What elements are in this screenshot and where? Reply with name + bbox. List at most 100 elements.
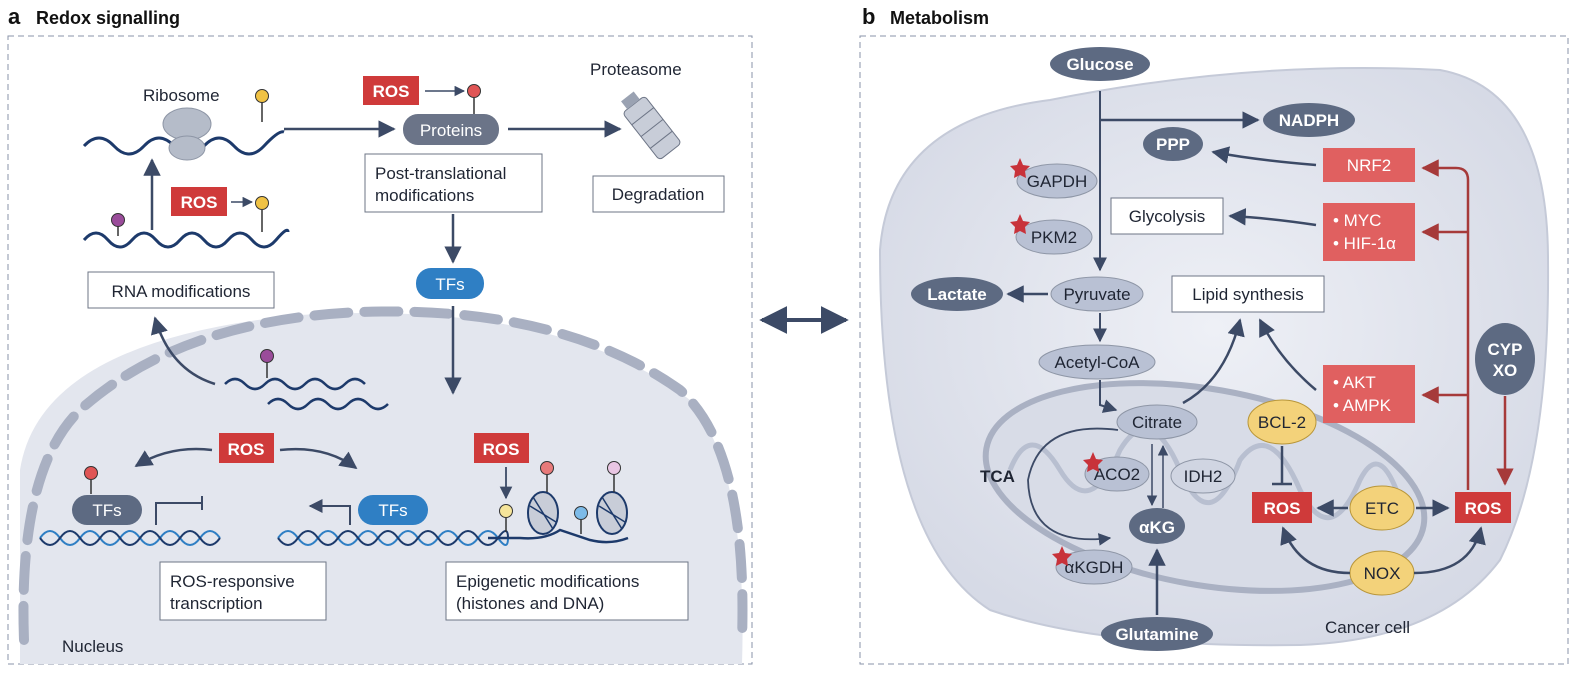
cyp-xo-node [1475,323,1535,395]
svg-text:ROS: ROS [373,82,410,101]
oxidation-star-icon [1083,452,1103,472]
svg-text:Degradation: Degradation [612,185,705,204]
idh2-node [1170,458,1236,494]
modification-dot [255,89,269,103]
svg-text:• MYC: • MYC [1333,211,1381,230]
ros-box-mito-left [1252,492,1312,523]
svg-text:Lactate: Lactate [927,285,987,304]
gapdh-node [1016,163,1098,199]
panel-b-letter: b [862,4,875,29]
svg-text:NOX: NOX [1364,564,1401,583]
pkm2-node [1015,219,1093,255]
svg-text:Glutamine: Glutamine [1115,625,1198,644]
pyruvate-node [1050,276,1144,312]
panel-a-title: Redox signalling [36,8,180,28]
ros-box-rna [171,187,227,216]
svg-text:Pyruvate: Pyruvate [1063,285,1130,304]
panel-b-title: Metabolism [890,8,989,28]
ros-box-epigenetic [474,433,529,463]
glutamine-node [1101,617,1213,651]
svg-text:CYP: CYP [1488,340,1523,359]
rna-modifications-box [87,271,275,309]
svg-text:XO: XO [1493,361,1518,380]
svg-text:Glucose: Glucose [1066,55,1133,74]
svg-text:ROS-responsive: ROS-responsive [170,572,295,591]
myc-hif-box [1323,203,1415,261]
svg-text:IDH2: IDH2 [1184,467,1223,486]
akg-node [1129,508,1185,544]
ros-box-proteins [363,76,419,105]
svg-text:• HIF-1α: • HIF-1α [1333,234,1396,253]
svg-text:transcription: transcription [170,594,263,613]
svg-text:RNA modifications: RNA modifications [112,282,251,301]
svg-text:ROS: ROS [181,193,218,212]
lactate-node [911,277,1003,311]
proteins-node [403,114,499,145]
bcl2-node [1247,399,1317,445]
svg-text:ROS: ROS [1465,499,1502,518]
degradation-box [592,175,725,213]
svg-text:Acetyl-CoA: Acetyl-CoA [1054,353,1140,372]
glucose-node [1050,47,1150,81]
nucleosome-icon [596,491,628,535]
svg-text:• AMPK: • AMPK [1333,396,1392,415]
svg-text:Post-translational: Post-translational [375,164,506,183]
svg-text:Citrate: Citrate [1132,413,1182,432]
tca-label: TCA [980,467,1015,486]
svg-text:modifications: modifications [375,186,474,205]
ribosome-label: Ribosome [143,86,220,105]
panel-b-frame [859,35,1569,665]
rna-strand [82,228,290,249]
tfs-node-repressor [72,495,142,525]
svg-text:PPP: PPP [1156,135,1190,154]
svg-text:• AKT: • AKT [1333,373,1376,392]
epigenetic-box [445,561,689,621]
ppp-node [1143,127,1203,161]
proteasome-label: Proteasome [590,60,682,79]
svg-text:ACO2: ACO2 [1094,465,1140,484]
svg-text:TFs: TFs [378,501,407,520]
svg-text:(histones and DNA): (histones and DNA) [456,594,604,613]
proteins-label: Proteins [420,121,482,140]
panel-a-letter: a [8,4,21,29]
oxidation-star-icon [1052,546,1072,566]
ros-box-nucleus [219,433,274,463]
oxidation-star-icon [1010,214,1030,234]
svg-text:ROS: ROS [1264,499,1301,518]
glycolysis-box [1110,197,1224,235]
etc-node [1349,485,1415,531]
post-translational-box [364,153,543,213]
svg-text:NADPH: NADPH [1279,111,1339,130]
ros-box-mito-right [1455,492,1511,523]
svg-text:Glycolysis: Glycolysis [1129,207,1206,226]
akt-ampk-box [1323,365,1415,423]
svg-text:αKGDH: αKGDH [1065,558,1124,577]
proteasome-icon [621,91,681,160]
tfs-node-activator [358,495,428,525]
svg-text:GAPDH: GAPDH [1027,172,1087,191]
nucleus-label: Nucleus [62,637,123,656]
nucleosome-icon [527,491,559,535]
svg-text:ROS: ROS [483,440,520,459]
svg-text:PKM2: PKM2 [1031,228,1077,247]
svg-text:Lipid synthesis: Lipid synthesis [1192,285,1304,304]
cancer-cell-label: Cancer cell [1325,618,1410,637]
aco2-node [1084,456,1150,492]
svg-text:Epigenetic modifications: Epigenetic modifications [456,572,639,591]
ros-responsive-box [159,561,327,621]
lipid-synthesis-box [1171,275,1325,313]
svg-text:ETC: ETC [1365,499,1399,518]
svg-text:TFs: TFs [435,275,464,294]
akgdh-node [1055,549,1133,585]
svg-text:ROS: ROS [228,440,265,459]
svg-text:BCL-2: BCL-2 [1258,413,1306,432]
citrate-node [1116,404,1198,440]
svg-text:αKG: αKG [1139,518,1175,537]
acetyl-coa-node [1038,344,1156,380]
nadph-node [1263,103,1355,137]
oxidation-star-icon [1010,158,1030,178]
tfs-node-cytoplasm [416,268,484,299]
nuclear-envelope [18,306,748,645]
svg-text:NRF2: NRF2 [1347,156,1391,175]
